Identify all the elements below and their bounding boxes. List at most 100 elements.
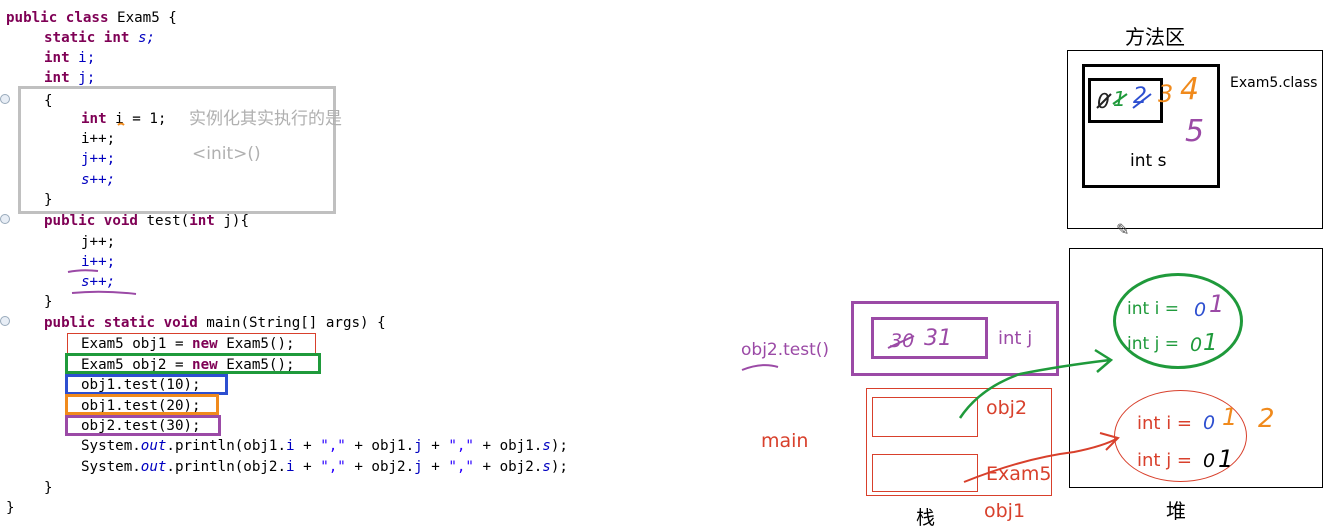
obj2-field-j: int j = bbox=[1127, 334, 1179, 354]
code-text: + bbox=[294, 459, 321, 475]
code-line: public class Exam5 { bbox=[6, 8, 177, 28]
code-string: "," bbox=[448, 459, 474, 475]
code-text: .println(obj1. bbox=[166, 438, 287, 454]
code-text: j){ bbox=[223, 213, 250, 229]
obj1-field-i: int i = bbox=[1137, 413, 1192, 434]
code-keyword: public static void bbox=[44, 315, 207, 331]
fold-marker-icon[interactable] bbox=[0, 94, 10, 104]
main-frame-label: main bbox=[761, 430, 809, 452]
code-static-field: s bbox=[542, 438, 551, 454]
code-line: int i = 1; bbox=[81, 109, 166, 129]
fold-marker-icon[interactable] bbox=[0, 316, 10, 326]
obj1-i-val0: 0 bbox=[1203, 412, 1216, 434]
code-text: j; bbox=[78, 70, 96, 86]
code-text: + bbox=[422, 459, 449, 475]
code-text: i = 1; bbox=[115, 111, 167, 127]
code-text: ); bbox=[550, 438, 568, 454]
code-field: i bbox=[286, 438, 295, 454]
s-value-5: 5 bbox=[1185, 114, 1205, 149]
code-line: static int s; bbox=[44, 28, 155, 48]
class-file-label: Exam5.class bbox=[1230, 75, 1318, 91]
code-text: + obj2. bbox=[345, 459, 415, 475]
code-line: public void test(int j){ bbox=[44, 211, 249, 231]
obj1-field-j: int j = bbox=[1137, 450, 1192, 471]
code-string: "," bbox=[448, 438, 474, 454]
s-value-2: 2 bbox=[1133, 84, 1147, 109]
obj2-ref-label: obj2 bbox=[986, 397, 1028, 419]
strike-stroke bbox=[1132, 93, 1152, 109]
code-text: .println(obj2. bbox=[166, 459, 287, 475]
code-text: main(String[] args) { bbox=[206, 315, 386, 331]
code-line: } bbox=[44, 480, 53, 496]
code-line: public static void main(String[] args) { bbox=[44, 313, 386, 333]
code-line: s++; bbox=[81, 274, 116, 290]
highlight-new-obj2 bbox=[65, 353, 321, 374]
code-line: i++; bbox=[81, 131, 116, 147]
heap-obj2-instance bbox=[1113, 273, 1243, 369]
code-line: } bbox=[6, 500, 15, 516]
code-field: j bbox=[414, 438, 423, 454]
obj2-j-old: 0 bbox=[1190, 334, 1203, 356]
code-line: j++; bbox=[81, 151, 116, 167]
stack-frame-call-label: obj2.test() bbox=[741, 340, 830, 360]
code-string: "," bbox=[320, 438, 346, 454]
obj2-j-new: 1 bbox=[1203, 330, 1218, 356]
code-keyword: new bbox=[192, 336, 227, 352]
code-keyword: static int bbox=[44, 30, 138, 46]
code-line: System.out.println(obj2.i + "," + obj2.j… bbox=[81, 457, 568, 477]
local-j-slot bbox=[871, 317, 988, 359]
strike-stroke bbox=[887, 335, 915, 349]
code-line: } bbox=[44, 192, 53, 208]
obj1-j-old: 0 bbox=[1203, 450, 1216, 472]
obj2-ref-slot bbox=[872, 397, 978, 437]
underline-stroke bbox=[71, 290, 137, 295]
code-text: i; bbox=[78, 50, 96, 66]
code-field: j bbox=[414, 459, 423, 475]
stack-title: 栈 bbox=[916, 507, 936, 529]
code-field: i bbox=[286, 459, 295, 475]
strike-stroke bbox=[1112, 93, 1128, 105]
underline-stroke bbox=[67, 269, 99, 273]
code-line: j++; bbox=[81, 234, 116, 250]
init-block-highlight bbox=[18, 86, 336, 214]
obj2-field-i: int i = bbox=[1127, 299, 1179, 319]
highlight-obj1-test10 bbox=[65, 374, 228, 395]
underline-stroke bbox=[741, 364, 779, 371]
local-j-new: 31 bbox=[924, 326, 952, 351]
class-info-box bbox=[1082, 64, 1220, 188]
code-text: ); bbox=[550, 459, 568, 475]
fold-marker-icon[interactable] bbox=[0, 214, 10, 224]
code-line: Exam5 obj1 = new Exam5(); bbox=[81, 334, 295, 354]
code-text: + bbox=[294, 438, 321, 454]
s-value-4: 4 bbox=[1180, 72, 1200, 107]
underline-stroke bbox=[117, 122, 125, 126]
code-keyword: public void bbox=[44, 213, 147, 229]
code-keyword: int bbox=[81, 111, 116, 127]
code-static-field: s bbox=[542, 459, 551, 475]
code-keyword: int bbox=[44, 70, 79, 86]
init-note-line2: <init>() bbox=[192, 144, 261, 164]
static-field-label: int s bbox=[1130, 151, 1167, 171]
code-line: { bbox=[44, 93, 53, 109]
obj2-ref-arrowhead bbox=[1094, 348, 1114, 373]
code-text: test( bbox=[146, 213, 190, 229]
method-area-title: 方法区 bbox=[1125, 25, 1185, 49]
code-keyword: int bbox=[189, 213, 224, 229]
pencil-icon: ✎ bbox=[1116, 220, 1130, 239]
strike-stroke bbox=[1096, 93, 1112, 109]
code-text: Exam5 obj1 = bbox=[81, 336, 193, 352]
obj1-ref-label: obj1 bbox=[984, 500, 1026, 522]
code-line: int j; bbox=[44, 68, 95, 88]
obj1-i-val1: 1 bbox=[1222, 403, 1238, 431]
code-line: int i; bbox=[44, 48, 95, 68]
code-text: Exam5 obj2 = bbox=[81, 357, 193, 373]
code-text: + obj1. bbox=[473, 438, 543, 454]
code-line: } bbox=[44, 294, 53, 310]
code-text: + obj1. bbox=[345, 438, 415, 454]
test-stack-frame bbox=[851, 301, 1059, 376]
code-line: obj2.test(30); bbox=[81, 418, 201, 434]
local-var-label: int j bbox=[998, 328, 1033, 349]
obj1-ref-arrowhead bbox=[1099, 432, 1120, 451]
code-static-field: out bbox=[140, 438, 167, 454]
